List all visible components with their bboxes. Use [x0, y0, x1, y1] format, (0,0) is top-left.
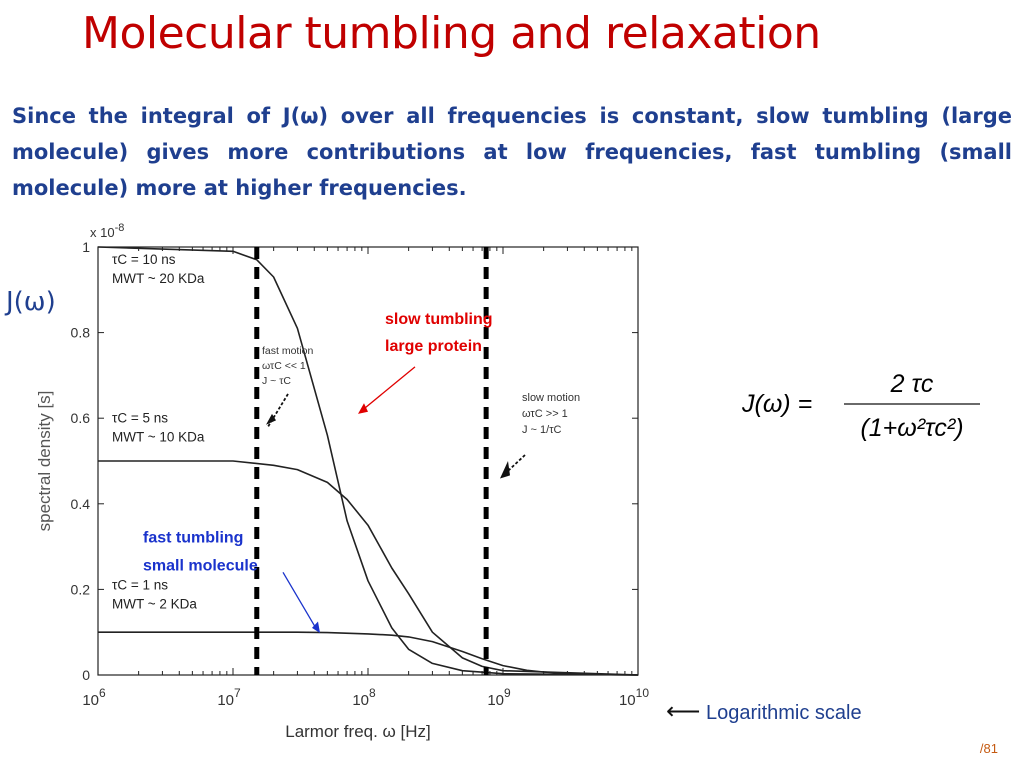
- formula-lhs: J(ω) =: [742, 390, 812, 418]
- spectral-density-chart: 0 0.2 0.4 0.6 0.8 1x 10-8 106 107 108 109 1010Larm…: [35, 222, 649, 741]
- y-tick-label: 0.8: [71, 325, 91, 341]
- curve-label-0-0: τC = 10 ns: [112, 252, 176, 267]
- y-tick-label: 1: [82, 239, 90, 255]
- x-tick-label: 1010: [619, 686, 649, 709]
- series-line-tau-0: [97, 246, 639, 676]
- curve-label-1-1: MWT ~ 10 KDa: [112, 429, 205, 444]
- slow-motion-note-1: ωτC >> 1: [522, 408, 568, 420]
- curve-label-2-0: τC = 1 ns: [112, 577, 168, 592]
- slow-tumbling-label-0: slow tumbling: [385, 311, 493, 328]
- slow-motion-note-2: J ~ 1/τC: [522, 424, 562, 436]
- slide-title: Molecular tumbling and relaxation: [82, 8, 821, 59]
- left-arrow-icon: ⟵: [666, 698, 701, 725]
- x-tick-label: 109: [487, 686, 511, 709]
- formula-denominator: (1+ω²τc²): [860, 414, 963, 442]
- y-multiplier-label: x 10-8: [90, 222, 124, 240]
- fast-tumbling-arrowhead: [312, 621, 320, 634]
- fast-motion-note-0: fast motion: [262, 345, 314, 357]
- x-axis-label: Larmor freq. ω [Hz]: [285, 722, 431, 741]
- slow-tumbling-arrowhead: [358, 403, 368, 414]
- y-tick-label: 0.6: [71, 410, 91, 426]
- formula-numerator: 2 τc: [890, 370, 934, 398]
- fast-tumbling-arrow: [282, 571, 318, 631]
- fast-motion-note-1: ωτC << 1: [262, 360, 306, 372]
- slow-tumbling-arrow: [362, 366, 416, 411]
- log-scale-label: Logarithmic scale: [705, 702, 862, 724]
- intro-paragraph: Since the integral of J(ω) over all freq…: [12, 104, 1012, 200]
- slow-motion-note-0: slow motion: [522, 392, 580, 404]
- slow-motion-arrowhead: [500, 461, 510, 479]
- y-tick-label: 0: [82, 667, 90, 683]
- y-quantity-label: J(ω): [6, 287, 56, 317]
- fast-tumbling-label-1: small molecule: [143, 557, 258, 574]
- x-tick-label: 108: [352, 686, 376, 709]
- curve-label-2-1: MWT ~ 2 KDa: [112, 596, 197, 611]
- curve-label-1-0: τC = 5 ns: [112, 410, 168, 425]
- fast-motion-arrowhead: [266, 413, 276, 425]
- y-axis-label: spectral density [s]: [35, 391, 54, 532]
- log-scale-note: ⟵ Logarithmic scale: [666, 697, 862, 726]
- x-tick-label: 107: [217, 686, 241, 709]
- spectral-density-formula: J(ω) = 2 τc (1+ω²τc²): [741, 364, 992, 451]
- y-tick-label: 0.2: [71, 581, 91, 597]
- curve-label-0-1: MWT ~ 20 KDa: [112, 271, 205, 286]
- fast-tumbling-label-0: fast tumbling: [143, 529, 243, 546]
- series-line-tau-1: [98, 460, 639, 676]
- y-tick-label: 0.4: [71, 496, 91, 512]
- page-number: /81: [979, 741, 998, 756]
- x-tick-label: 106: [82, 686, 106, 709]
- slow-tumbling-label-1: large protein: [385, 338, 482, 355]
- fast-motion-note-2: J ~ τC: [262, 375, 291, 387]
- series-line-tau-2: [98, 631, 639, 676]
